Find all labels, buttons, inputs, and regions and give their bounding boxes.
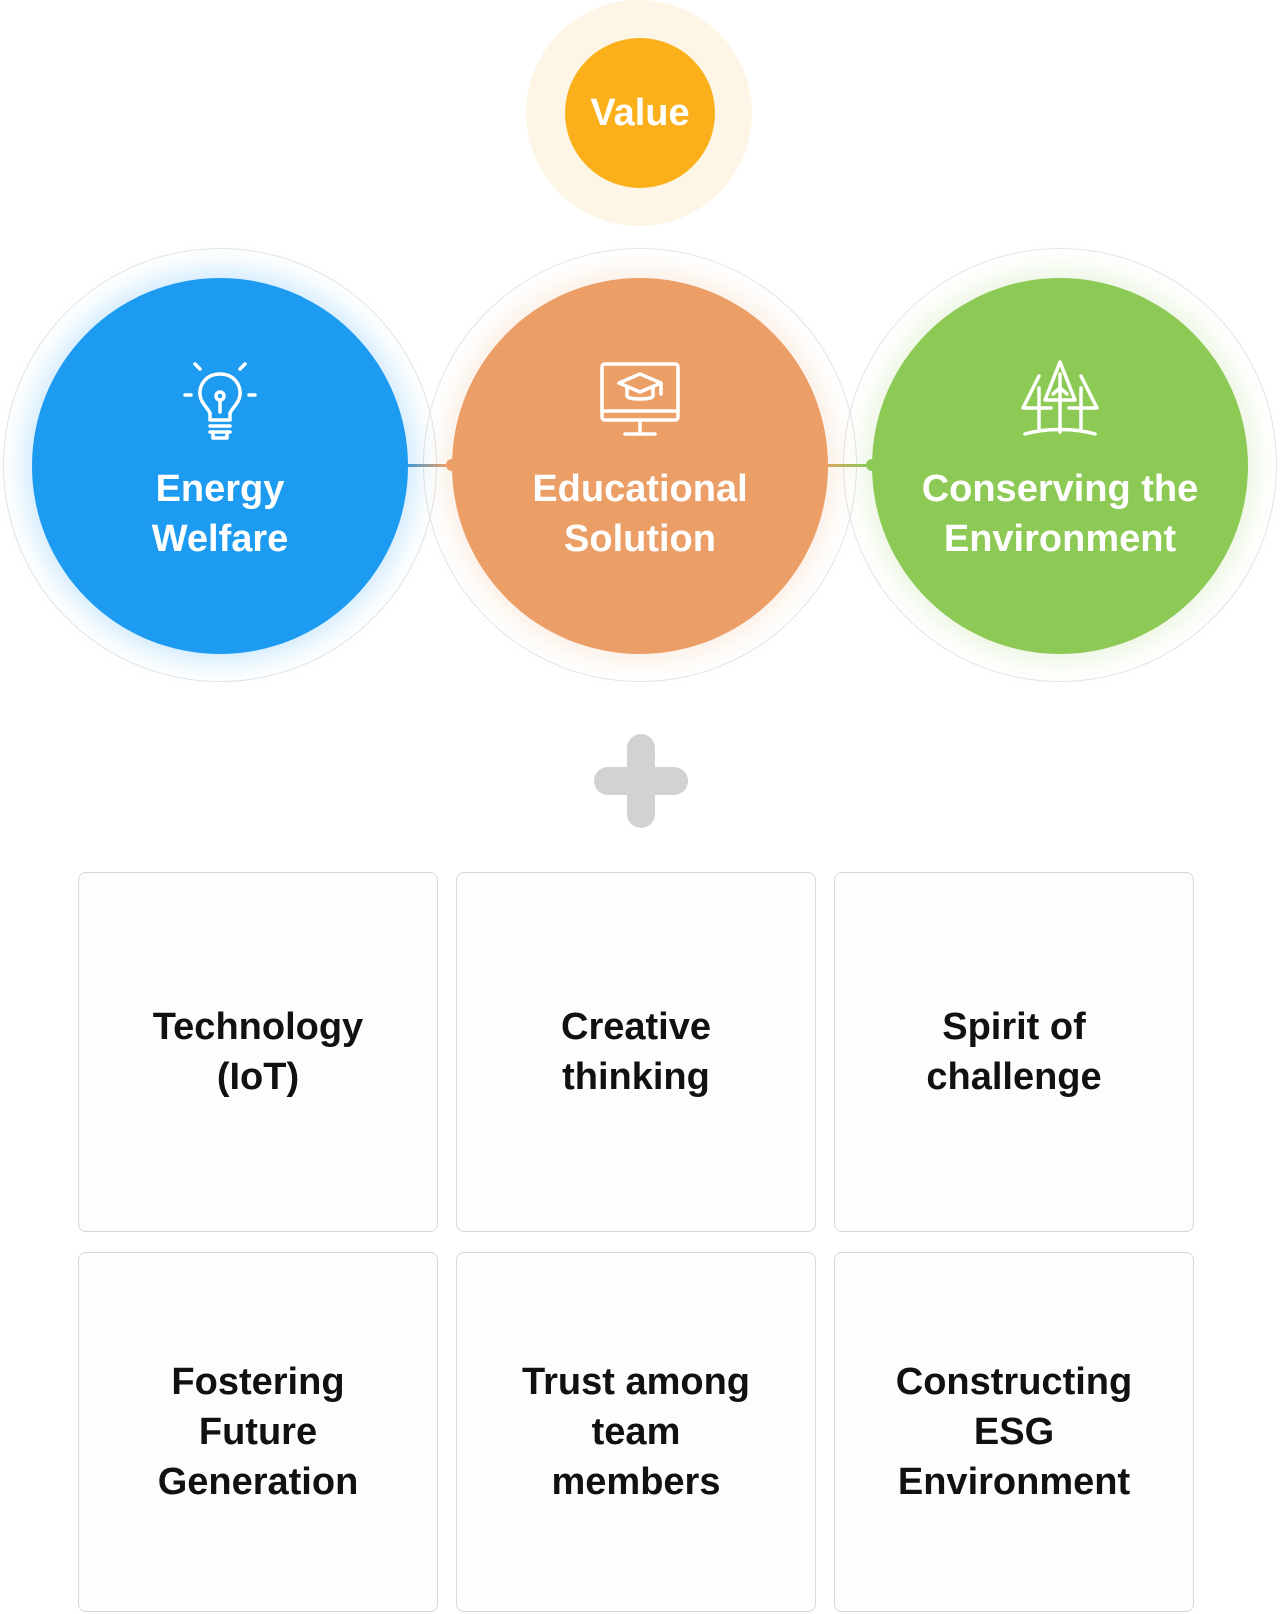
energy-welfare-circle: Energy Welfare xyxy=(32,278,408,654)
value-badge-label: Value xyxy=(590,91,690,134)
connector-dot xyxy=(816,459,828,471)
attribute-label: Fostering Future Generation xyxy=(157,1361,359,1503)
conserving-environment-label: Conserving the Environment xyxy=(921,468,1199,560)
attribute-label: Spirit of challenge xyxy=(926,1006,1102,1098)
connector-energy-education xyxy=(400,464,446,467)
connector-dot xyxy=(446,459,458,471)
attribute-label: Trust among team members xyxy=(521,1361,751,1503)
plus-icon xyxy=(594,734,688,828)
attribute-card-spirit-of-challenge: Spirit of challenge xyxy=(834,872,1194,1232)
connector-dot xyxy=(866,459,878,471)
value-badge: Value xyxy=(565,38,715,188)
energy-welfare-label: Energy Welfare xyxy=(151,468,289,560)
attribute-card-fostering-future-generation: Fostering Future Generation xyxy=(78,1252,438,1612)
graduation-monitor-icon xyxy=(600,362,680,436)
attribute-card-trust-among-team: Trust among team members xyxy=(456,1252,816,1612)
educational-solution-circle: Educational Solution xyxy=(452,278,828,654)
connector-education-environment xyxy=(820,464,866,467)
attribute-label: Constructing ESG Environment xyxy=(895,1361,1133,1503)
attribute-card-creative-thinking: Creative thinking xyxy=(456,872,816,1232)
attribute-card-technology: Technology (IoT) xyxy=(78,872,438,1232)
educational-solution-label: Educational Solution xyxy=(532,468,748,560)
trees-icon xyxy=(1021,360,1099,436)
lightbulb-icon xyxy=(183,362,257,440)
attribute-label: Technology (IoT) xyxy=(152,1006,364,1098)
connector-dot xyxy=(396,459,408,471)
attribute-label: Creative thinking xyxy=(561,1006,711,1098)
attribute-card-constructing-esg: Constructing ESG Environment xyxy=(834,1252,1194,1612)
conserving-environment-circle: Conserving the Environment xyxy=(872,278,1248,654)
